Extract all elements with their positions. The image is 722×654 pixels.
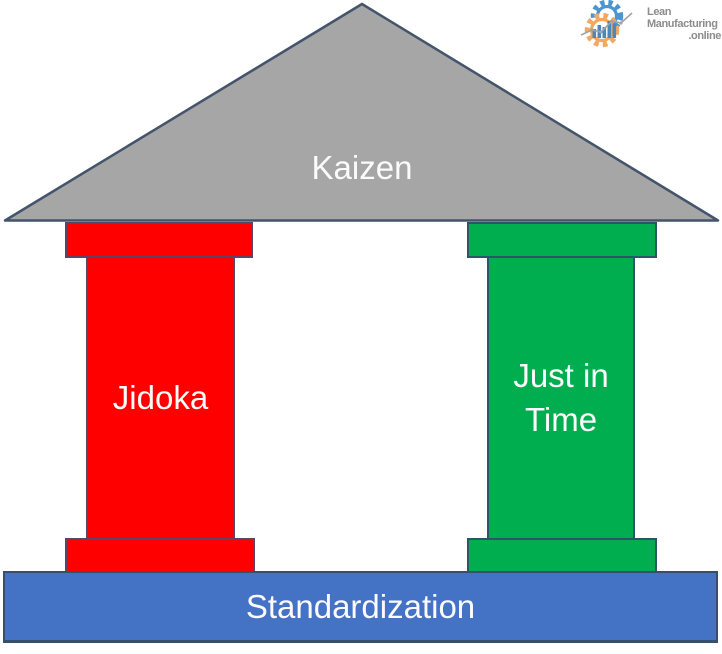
right-pillar-bottom-cap — [467, 538, 657, 573]
left-pillar-top-cap — [65, 222, 253, 258]
logo-line-online: .online — [688, 30, 721, 42]
kaizen-label: Kaizen — [311, 149, 413, 186]
jidoka-label: Jidoka — [112, 379, 209, 416]
left-pillar-bottom-cap — [65, 538, 255, 573]
lean-manufacturing-logo: Lean Manufacturing .online — [576, 0, 722, 50]
just-in-time-line2: Time — [524, 401, 598, 438]
logo-line-manufacturing: Manufacturing — [647, 18, 718, 30]
left-pillar-shaft: Jidoka — [86, 256, 235, 540]
roof-triangle — [3, 2, 720, 222]
foundation-base: Standardization — [3, 571, 718, 643]
roof-shape — [3, 2, 720, 222]
standardization-label: Standardization — [245, 587, 476, 625]
right-pillar-shaft: Just in Time — [487, 256, 635, 540]
right-pillar-top-cap — [467, 222, 657, 258]
just-in-time-label: Just in Time — [513, 354, 608, 442]
logo-line-lean: Lean — [647, 6, 672, 18]
gears-chart-icon — [580, 0, 633, 48]
logo-wordmark: Lean Manufacturing .online — [647, 6, 721, 42]
just-in-time-line1: Just in — [513, 357, 609, 394]
